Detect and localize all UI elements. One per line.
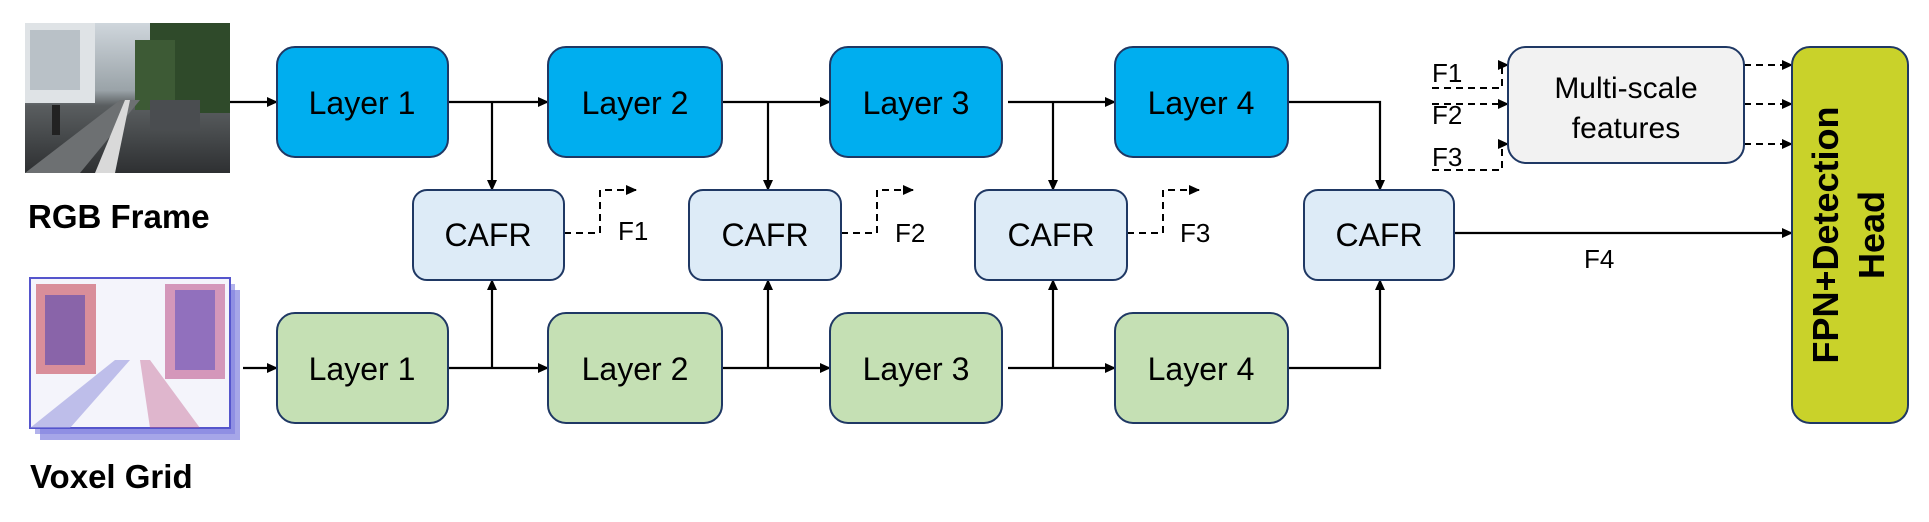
voxel-grid-image: [29, 277, 240, 440]
rgb-frame-image: [25, 23, 230, 173]
feature-label-f3: F3: [1180, 218, 1210, 248]
arrow-event-l4-cafr4: [1288, 279, 1385, 370]
event-layer-4-label: Layer 4: [1148, 351, 1255, 387]
ms-label-line2: features: [1572, 112, 1680, 145]
connectors: [230, 97, 1793, 373]
event-layer-3-label: Layer 3: [863, 351, 970, 387]
rgb-layer-1: Layer 1: [276, 46, 449, 158]
head-label-line1: FPN+Detection: [1805, 106, 1846, 363]
dashed-f3-out: [1127, 185, 1200, 234]
event-layer-3: Layer 3: [829, 312, 1003, 424]
cafr-module-1: CAFR: [412, 189, 565, 281]
cafr-3-label: CAFR: [1007, 217, 1094, 253]
feature-label-f1: F1: [618, 216, 648, 246]
ms-input-f3: F3: [1432, 142, 1462, 172]
rgb-layer-1-label: Layer 1: [309, 85, 416, 121]
dashed-f2-out: [841, 185, 914, 234]
rgb-layer-3: Layer 3: [829, 46, 1003, 158]
cafr-module-4: CAFR: [1303, 189, 1455, 281]
rgb-layer-3-label: Layer 3: [863, 85, 970, 121]
ms-label-line1: Multi-scale: [1554, 72, 1697, 105]
detection-head: FPN+Detection Head: [1791, 46, 1909, 424]
event-layer-1: Layer 1: [276, 312, 449, 424]
arrow-rgb-l4-cafr4: [1288, 100, 1385, 191]
feature-label-f4: F4: [1584, 244, 1614, 274]
event-layer-2: Layer 2: [547, 312, 723, 424]
event-layer-1-label: Layer 1: [309, 351, 416, 387]
cafr-module-3: CAFR: [974, 189, 1128, 281]
ms-input-f1: F1: [1432, 58, 1462, 88]
cafr-1-label: CAFR: [444, 217, 531, 253]
cafr-4-label: CAFR: [1335, 217, 1422, 253]
cafr-module-2: CAFR: [688, 189, 842, 281]
ms-input-f2: F2: [1432, 100, 1462, 130]
multiscale-features-box: Multi-scale features: [1507, 46, 1745, 164]
dashed-connectors: [564, 60, 1793, 234]
rgb-frame-label: RGB Frame: [28, 198, 210, 235]
head-label-line2: Head: [1851, 191, 1892, 279]
feature-label-f2: F2: [895, 218, 925, 248]
voxel-grid-label: Voxel Grid: [30, 458, 193, 495]
dashed-f1-out: [564, 185, 637, 234]
rgb-layer-4: Layer 4: [1114, 46, 1289, 158]
event-layer-4: Layer 4: [1114, 312, 1289, 424]
dashed-ms-in-f3: [1432, 139, 1509, 171]
rgb-layer-2-label: Layer 2: [582, 85, 689, 121]
cafr-2-label: CAFR: [721, 217, 808, 253]
rgb-layer-4-label: Layer 4: [1148, 85, 1255, 121]
rgb-layer-2: Layer 2: [547, 46, 723, 158]
event-layer-2-label: Layer 2: [582, 351, 689, 387]
dashed-ms-in-f1: [1432, 60, 1509, 89]
